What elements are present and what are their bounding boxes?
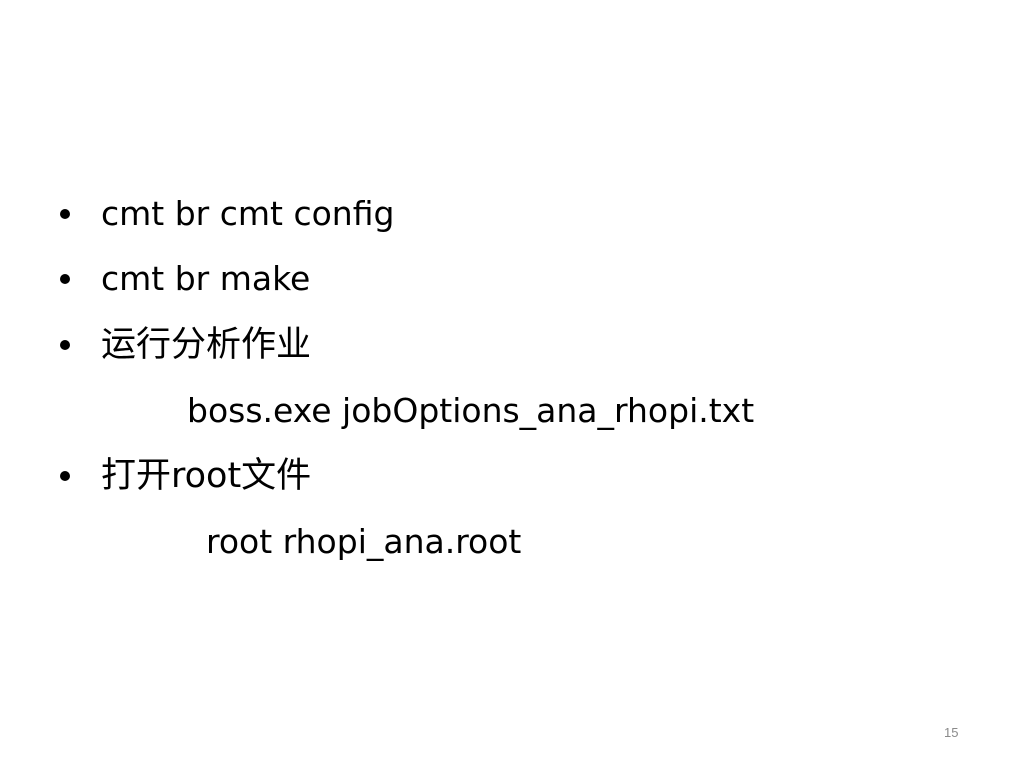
bullet-dot [60,471,70,481]
bullet-item-config: cmt br cmt config [101,194,395,233]
bullet-dot [60,209,70,219]
command-open-root: root rhopi_ana.root [206,522,522,561]
page-number: 15 [944,725,959,740]
bullet-item-open-root-file: 打开root文件 [101,456,312,496]
command-run-job: boss.exe jobOptions_ana_rhopi.txt [187,391,755,430]
bullet-dot [60,340,70,350]
bullet-item-run-analysis-job: 运行分析作业 [101,325,312,365]
bullet-dot [60,274,70,284]
bullet-item-make: cmt br make [101,259,311,298]
